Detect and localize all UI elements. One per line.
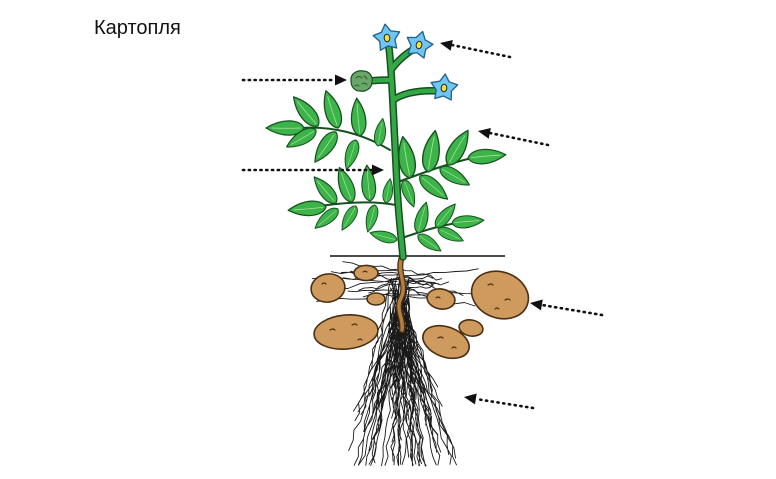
leaflet <box>362 203 381 234</box>
arrow-to-tuber <box>530 299 604 317</box>
tuber <box>353 264 379 282</box>
leaf-upper-left <box>265 87 391 172</box>
leaflet <box>372 117 389 148</box>
diagram-title: Картопля <box>94 17 181 39</box>
tuber <box>426 288 456 310</box>
tuber <box>422 324 470 360</box>
flower <box>430 73 459 101</box>
tuber <box>458 319 484 337</box>
leaflet <box>286 199 328 219</box>
arrow-to-fruit <box>241 74 347 86</box>
tubers <box>310 264 530 360</box>
leaf-lower-left <box>286 163 397 234</box>
leaflet <box>348 96 368 138</box>
leaf-upper-right <box>394 125 508 210</box>
fruit-berry <box>350 70 373 92</box>
leaflet <box>368 227 399 246</box>
tuber <box>366 292 386 306</box>
arrow-to-roots <box>464 393 535 410</box>
stem <box>366 44 444 261</box>
tuber <box>313 314 379 350</box>
leaflet <box>318 87 346 131</box>
leaflet <box>381 177 396 205</box>
tuber <box>310 273 346 303</box>
tuber <box>470 270 530 320</box>
flower <box>372 23 401 51</box>
arrow-to-leaf <box>478 127 550 147</box>
leaf-lower-right <box>401 199 485 256</box>
leaflet <box>450 213 485 230</box>
arrow-to-stem <box>241 164 384 176</box>
main-root <box>395 254 407 333</box>
leaflet <box>336 202 362 234</box>
leaflet <box>466 146 508 166</box>
leaf-small-lower <box>368 227 399 246</box>
flower <box>406 30 434 59</box>
tuber-eyes <box>321 270 511 349</box>
leaflet <box>340 137 363 172</box>
arrow-to-flowers <box>440 39 512 59</box>
root-hairs <box>311 261 493 467</box>
leaflet <box>436 161 474 192</box>
